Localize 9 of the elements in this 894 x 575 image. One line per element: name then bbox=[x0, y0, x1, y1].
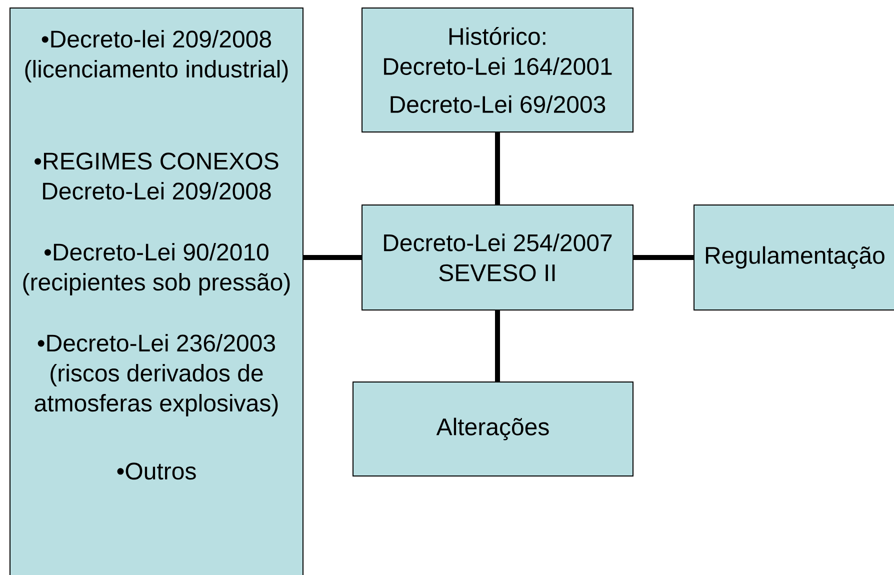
connector-line bbox=[303, 255, 362, 260]
connector-line bbox=[495, 310, 500, 382]
list-box: •Decreto-lei 209/2008 (licenciamento industrial) •REGIMES CONEXOS Decreto-Lei 209/2008 •Decreto-Lei 90/2010 (recipientes sob pressão) •Decreto-Lei 236/2003 (riscos derivados de atmosferas explosivas) •Outros bbox=[10, 8, 304, 575]
connector-line bbox=[633, 255, 694, 260]
history-box: Histórico: Decreto-Lei 164/2001 Decreto-Lei 69/2003 bbox=[362, 8, 634, 132]
process-box: Alterações bbox=[352, 382, 634, 476]
connector-line bbox=[495, 132, 500, 205]
central-box: Decreto-Lei 254/2007 SEVESO II bbox=[362, 204, 634, 310]
process-box: Regulamentação bbox=[694, 204, 894, 310]
